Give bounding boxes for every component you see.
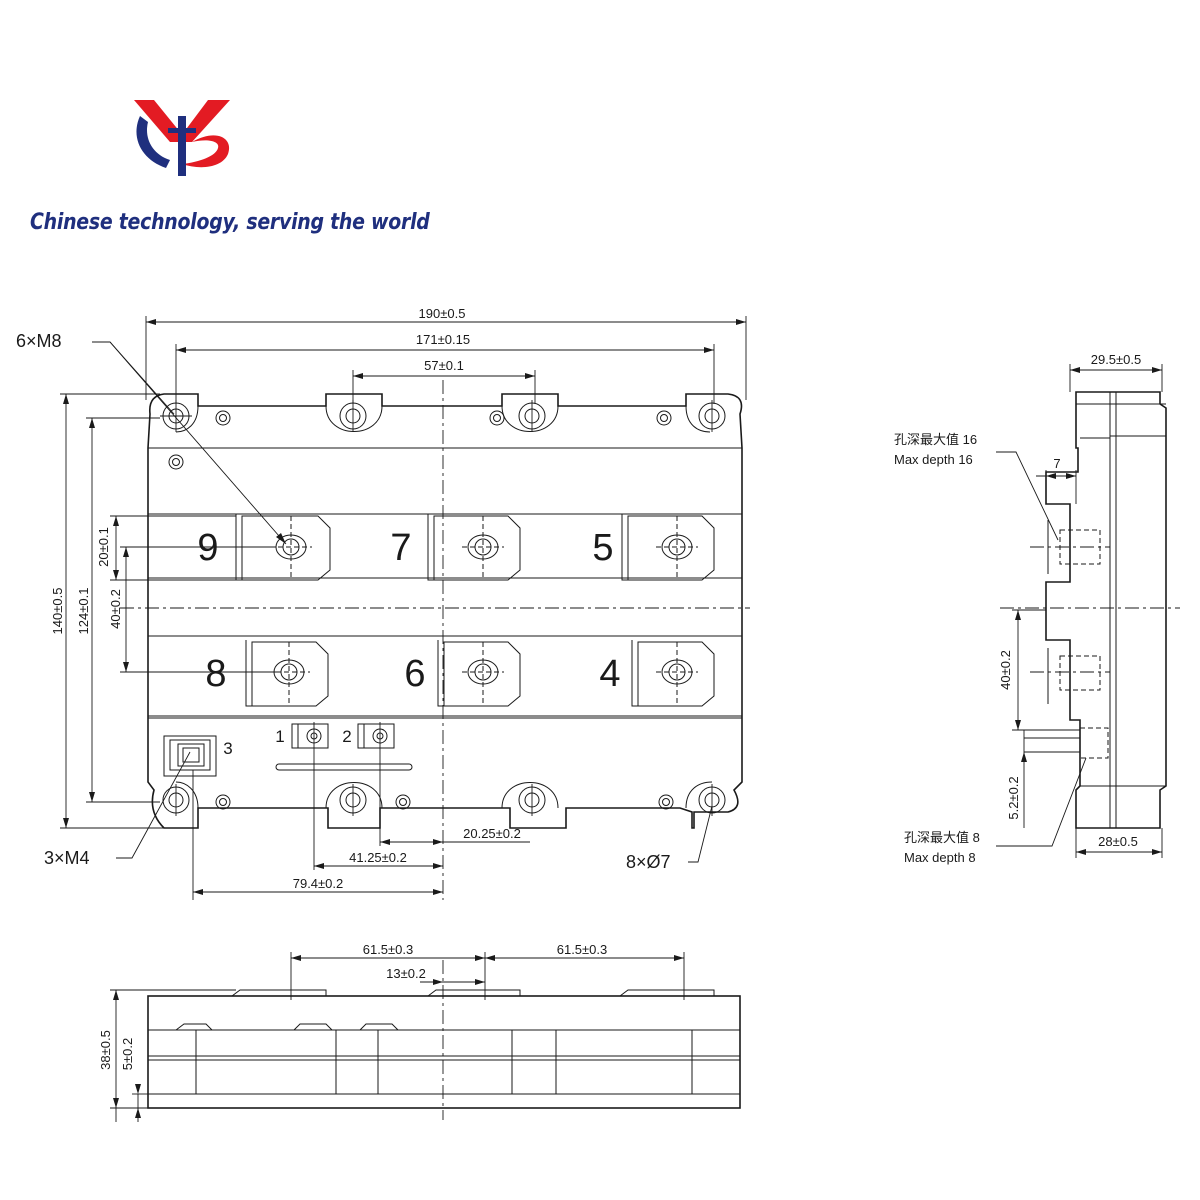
logo-blue-arc: [136, 116, 170, 168]
side-outline: [1045, 391, 1167, 829]
callout-6xM8: 6×M8: [16, 331, 62, 351]
terminal-4: [631, 640, 715, 707]
note-depth16-cn: 孔深最大值 16: [894, 432, 977, 447]
dim-5-2: 5.2±0.2: [1006, 776, 1021, 819]
terminal-7: [427, 514, 521, 581]
dim-190: 190±0.5: [419, 306, 466, 321]
top-dimensions: [145, 316, 747, 404]
dim-front-5: 5±0.2: [120, 1038, 135, 1070]
terminal-label-7: 7: [390, 527, 411, 569]
dim-front-13: 13±0.2: [386, 966, 426, 981]
note-depth16-en: Max depth 16: [894, 452, 973, 467]
dim-7: 7: [1053, 456, 1060, 471]
dim-40: 40±0.2: [108, 589, 123, 629]
dim-140: 140±0.5: [50, 588, 65, 635]
dim-28: 28±0.5: [1098, 834, 1138, 849]
bottom-dimensions: [192, 770, 530, 900]
note-depth8-cn: 孔深最大值 8: [904, 830, 980, 845]
dim-20-25: 20.25±0.2: [463, 826, 521, 841]
slogan: Chinese technology, serving the world: [30, 210, 430, 235]
aux-label-1: 1: [275, 727, 284, 746]
dim-29-5: 29.5±0.5: [1091, 352, 1142, 367]
dim-57: 57±0.1: [424, 358, 464, 373]
callout-leaders: [92, 341, 713, 863]
dim-front-right-61-5: 61.5±0.3: [557, 942, 608, 957]
terminal-6: [437, 640, 521, 707]
aux-label-3: 3: [223, 739, 232, 758]
aux-terminals: [163, 722, 413, 870]
top-view: [60, 316, 750, 900]
front-outline: [147, 995, 741, 1109]
terminal-label-5: 5: [592, 527, 613, 569]
terminal-5: [621, 514, 715, 581]
dim-171: 171±0.15: [416, 332, 470, 347]
mount-cutouts: [175, 405, 713, 809]
dim-front-38: 38±0.5: [98, 1030, 113, 1070]
terminal-label-9: 9: [197, 527, 218, 569]
side-view: [996, 364, 1180, 858]
terminal-label-6: 6: [404, 653, 425, 695]
dim-front-left-61-5: 61.5±0.3: [363, 942, 414, 957]
terminal-8: [245, 640, 329, 707]
terminal-label-4: 4: [599, 653, 620, 695]
left-dimensions: [60, 393, 276, 829]
aux-label-2: 2: [342, 727, 351, 746]
logo-blue-bar: [168, 128, 196, 133]
power-terminals: [235, 514, 715, 707]
terminal-band-lower: [147, 635, 743, 717]
dim-20: 20±0.1: [96, 527, 111, 567]
terminal-band-upper: [147, 513, 743, 579]
logo-blue-stem: [178, 116, 186, 176]
company-logo: [134, 100, 230, 176]
dim-41-25: 41.25±0.2: [349, 850, 407, 865]
note-depth8-en: Max depth 8: [904, 850, 976, 865]
front-view: [110, 952, 741, 1122]
logo-red-swoosh: [182, 135, 230, 168]
terminal-label-8: 8: [205, 653, 226, 695]
dim-side-40: 40±0.2: [998, 650, 1013, 690]
dim-79-4: 79.4±0.2: [293, 876, 344, 891]
callout-8xO7: 8×Ø7: [626, 852, 671, 872]
callout-3xM4: 3×M4: [44, 848, 90, 868]
module-outline: [147, 393, 743, 829]
dim-124: 124±0.1: [76, 588, 91, 635]
